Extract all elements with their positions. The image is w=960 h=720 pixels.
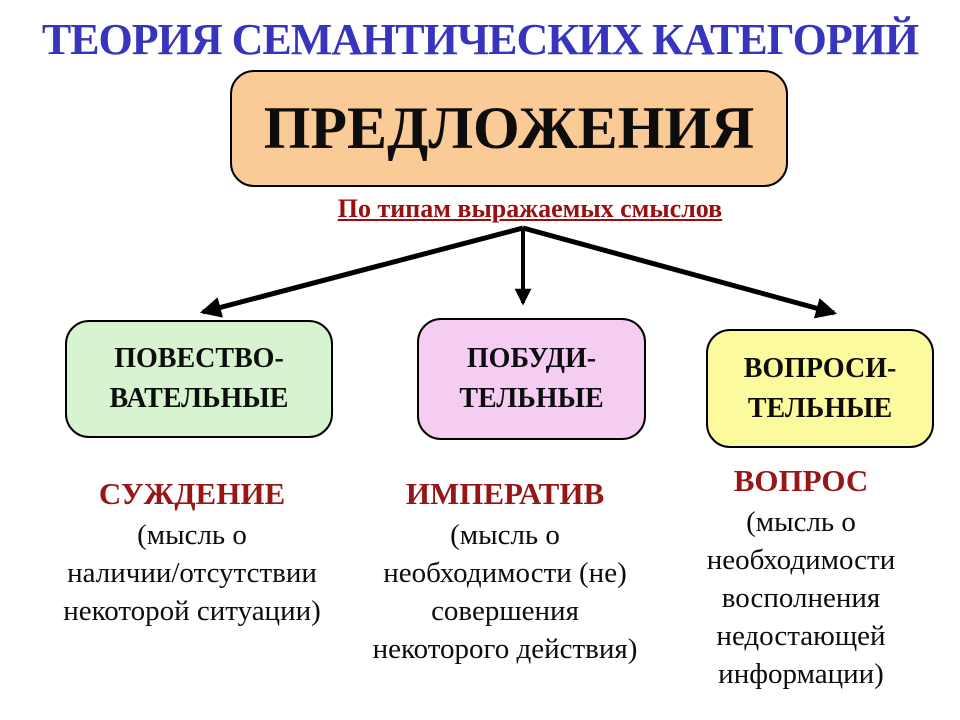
description-line: информации) — [718, 658, 884, 690]
description-line: совершения — [431, 595, 579, 627]
arrow-left — [199, 225, 524, 318]
description-line: (мысль о — [746, 506, 856, 538]
category-description-declarative: СУЖДЕНИЕ (мысль о наличии/отсутствии нек… — [38, 476, 346, 630]
arrow-right — [522, 225, 838, 319]
root-box-label: ПРЕДЛОЖЕНИЯ — [263, 95, 755, 161]
description-line: наличии/отсутствии — [67, 557, 317, 589]
category-heading-question: ВОПРОС — [733, 463, 869, 498]
category-box-imperative: ПОБУДИ- ТЕЛЬНЫЕ — [417, 318, 646, 440]
description-line: некоторого действия) — [372, 633, 638, 665]
category-box-label-line: ПОБУДИ- — [466, 343, 597, 374]
description-line: недостающей — [716, 620, 886, 652]
category-box-label-line: ТЕЛЬНЫЕ — [747, 392, 893, 424]
description-line: необходимости (не) — [383, 557, 627, 589]
category-box-label-line: ВОПРОСИ- — [743, 352, 897, 384]
description-line: (мысль о — [450, 519, 560, 551]
slide-title: ТЕОРИЯ СЕМАНТИЧЕСКИХ КАТЕГОРИЙ — [41, 15, 919, 64]
category-heading-judgement: СУЖДЕНИЕ — [98, 476, 286, 511]
description-line: некоторой ситуации) — [63, 595, 321, 627]
category-description-interrogative: ВОПРОС (мысль о необходимости восполнени… — [662, 463, 940, 693]
category-box-declarative: ПОВЕСТВО- ВАТЕЛЬНЫЕ — [65, 320, 333, 438]
category-box-label-line: ВАТЕЛЬНЫЕ — [109, 383, 289, 414]
category-box-label-line: ПОВЕСТВО- — [114, 343, 284, 374]
category-heading-imperative: ИМПЕРАТИВ — [405, 476, 605, 511]
root-box: ПРЕДЛОЖЕНИЯ — [230, 70, 788, 187]
branch-label-wrap: По типам выражаемых смыслов — [100, 194, 960, 224]
category-description-imperative: ИМПЕРАТИВ (мысль о необходимости (не) со… — [350, 476, 660, 668]
category-box-interrogative: ВОПРОСИ- ТЕЛЬНЫЕ — [706, 329, 934, 448]
description-line: восполнения — [721, 582, 881, 614]
description-line: необходимости — [706, 544, 896, 576]
branch-label: По типам выражаемых смыслов — [337, 194, 723, 223]
description-line: (мысль о — [137, 519, 247, 551]
category-box-label-line: ТЕЛЬНЫЕ — [459, 383, 604, 414]
